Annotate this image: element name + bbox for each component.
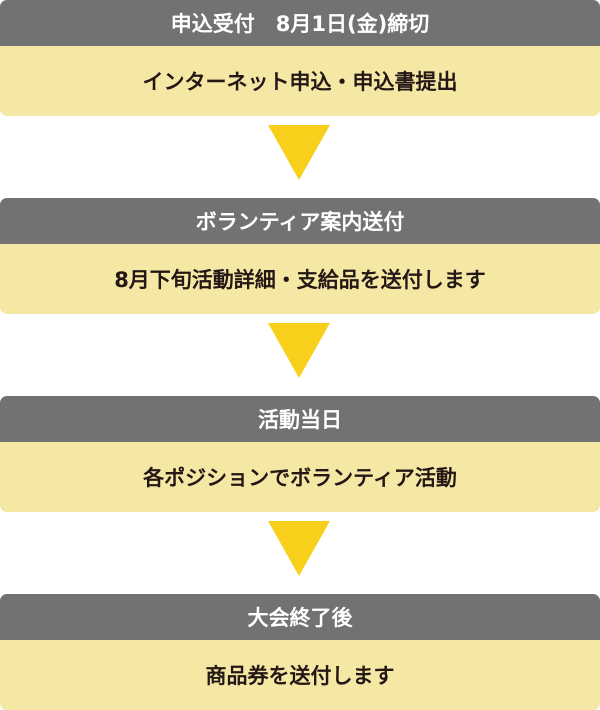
step-title: 申込受付 8月1日(金)締切 [0, 0, 600, 46]
step-after-event: 大会終了後 商品券を送付します [0, 594, 600, 710]
down-arrow-icon [268, 521, 330, 576]
step-application: 申込受付 8月1日(金)締切 インターネット申込・申込書提出 [0, 0, 600, 116]
down-arrow-icon [268, 125, 330, 180]
step-detail: 各ポジションでボランティア活動 [0, 442, 600, 512]
step-detail: 商品券を送付します [0, 640, 600, 710]
down-arrow-icon [268, 323, 330, 378]
step-title: 活動当日 [0, 396, 600, 442]
step-guide-sent: ボランティア案内送付 8月下旬活動詳細・支給品を送付します [0, 198, 600, 314]
step-detail: インターネット申込・申込書提出 [0, 46, 600, 116]
step-detail: 8月下旬活動詳細・支給品を送付します [0, 244, 600, 314]
step-title: 大会終了後 [0, 594, 600, 640]
step-event-day: 活動当日 各ポジションでボランティア活動 [0, 396, 600, 512]
step-title: ボランティア案内送付 [0, 198, 600, 244]
